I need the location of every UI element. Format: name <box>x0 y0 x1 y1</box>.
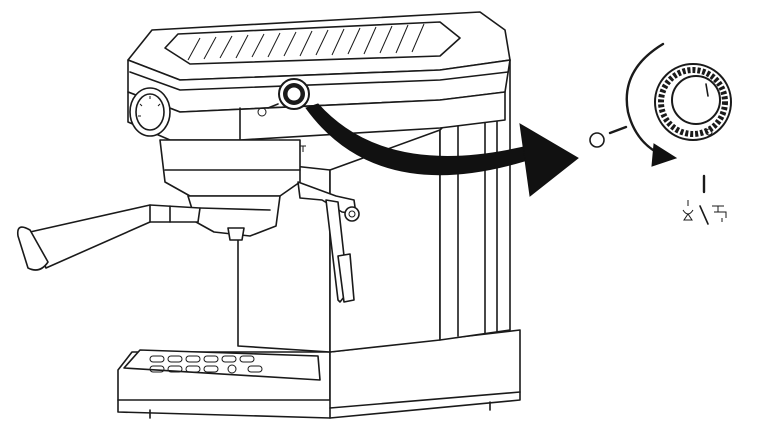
steam-wand <box>297 181 360 303</box>
rotation-direction-arrow <box>625 42 678 167</box>
drip-tray-grid <box>123 349 321 381</box>
steam-water-position-symbol <box>682 174 727 225</box>
portafilter-handle <box>16 204 201 271</box>
cup-warmer-grille <box>164 21 461 65</box>
selector-knob-on-machine <box>257 78 310 117</box>
pressure-gauge <box>129 87 171 137</box>
group-head <box>159 139 301 197</box>
selector-knob-detail <box>654 63 732 141</box>
rotation-callout-arrow <box>305 103 579 197</box>
off-position-marker <box>589 125 628 148</box>
